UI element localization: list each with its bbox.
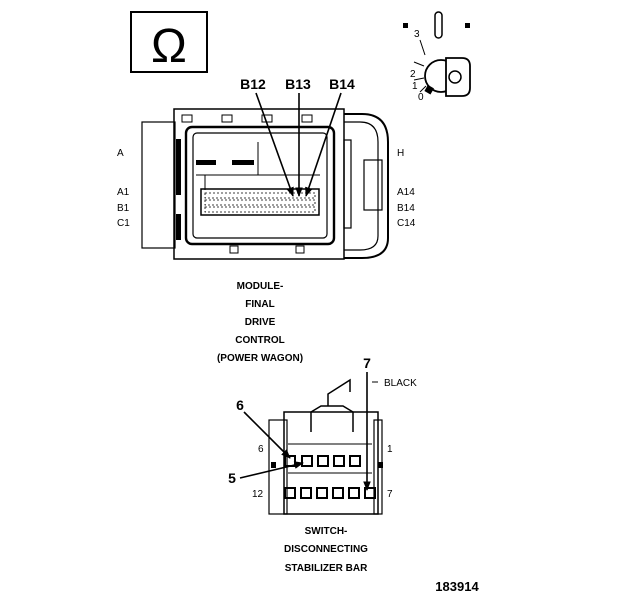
switch-caption-line: STABILIZER BAR (285, 563, 368, 574)
module-pin-row-c (204, 206, 316, 213)
ohmmeter-symbol-box: Ω (130, 11, 208, 73)
module-caption: MODULE- FINAL DRIVE CONTROL (POWER WAGON… (217, 281, 303, 364)
leader-b12 (255, 92, 294, 197)
ignition-pos-2: 2 (410, 69, 416, 80)
label-c14: C14 (397, 218, 416, 229)
pin-label-12: 12 (252, 489, 264, 500)
module-pin-row-a (204, 192, 316, 199)
pin-label-7: 7 (387, 489, 393, 500)
label-b14: B14 (397, 203, 415, 214)
module-caption-line: CONTROL (235, 335, 284, 346)
label-a1: A1 (117, 187, 130, 198)
callout-6: 6 (236, 397, 244, 413)
switch-caption-line: SWITCH- (305, 526, 348, 537)
switch-caption-line: DISCONNECTING (284, 544, 368, 555)
leader-6 (243, 411, 291, 459)
leader-5 (239, 461, 304, 479)
callout-b12: B12 (240, 76, 266, 92)
callout-b13: B13 (285, 76, 311, 92)
label-b1: B1 (117, 203, 130, 214)
module-caption-line: (POWER WAGON) (217, 353, 303, 364)
module-caption-line: FINAL (245, 299, 274, 310)
ignition-pos-1: 1 (412, 81, 418, 92)
figure-number: 183914 (435, 579, 479, 594)
ignition-key-icon: 3 2 1 0 (410, 29, 471, 103)
leader-b14 (305, 92, 342, 197)
label-a: A (117, 148, 124, 159)
pin-label-6: 6 (258, 444, 264, 455)
ignition-pos-0: 0 (418, 92, 424, 103)
module-pin-row-b (204, 199, 316, 206)
ignition-pos-3: 3 (414, 29, 420, 40)
label-h: H (397, 148, 404, 159)
callout-b14: B14 (329, 76, 355, 92)
color-label: BLACK (384, 378, 417, 389)
ohm-icon: Ω (151, 20, 187, 73)
switch-caption: SWITCH- DISCONNECTING STABILIZER BAR (284, 526, 368, 574)
callout-7: 7 (363, 355, 371, 371)
ignition-off-icon (403, 11, 470, 39)
callout-5: 5 (228, 470, 236, 486)
pin-label-1: 1 (387, 444, 393, 455)
label-c1: C1 (117, 218, 130, 229)
label-a14: A14 (397, 187, 415, 198)
switch-pin-row-bottom (284, 487, 376, 499)
module-caption-line: MODULE- (237, 281, 284, 292)
module-connector (141, 108, 389, 260)
module-caption-line: DRIVE (245, 317, 276, 328)
